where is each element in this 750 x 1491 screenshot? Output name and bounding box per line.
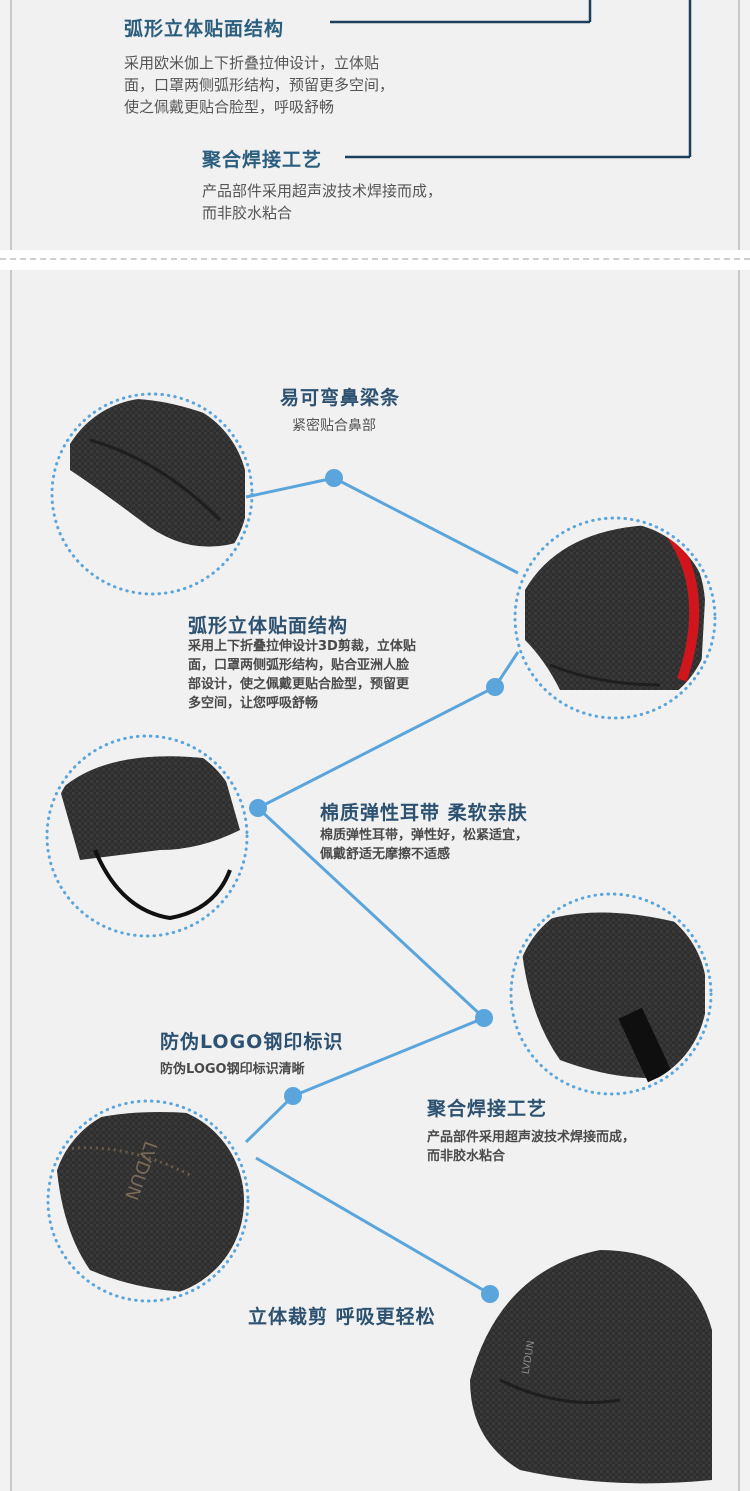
desc-line: 佩戴舒适无摩擦不适感: [320, 847, 451, 862]
dashed-divider: [0, 258, 750, 260]
section-gap: [0, 250, 750, 270]
desc-line: 产品部件采用超声波技术焊接而成，: [427, 1130, 636, 1145]
welding-desc: 产品部件采用超声波技术焊接而成， 而非胶水粘合: [427, 1128, 635, 1166]
desc-line: 棉质弹性耳带，弹性好，松紧适宜，: [320, 828, 529, 843]
logo-title: 防伪LOGO钢印标识: [160, 1031, 344, 1053]
nose-bridge-title: 易可弯鼻梁条: [280, 387, 401, 409]
logo-desc: 防伪LOGO钢印标识清晰: [160, 1062, 305, 1077]
desc-line: 采用上下折叠拉伸设计3D剪裁，立体贴: [188, 639, 416, 654]
top-feature-panel: [10, 0, 740, 250]
welding-title: 聚合焊接工艺: [427, 1098, 548, 1120]
desc-line: 多空间，让您呼吸舒畅: [188, 696, 319, 711]
desc-line: 部设计，使之佩戴更贴合脸型，预留更: [188, 677, 410, 692]
top-connector-lines: [330, 0, 692, 159]
desc-line: 面，口罩两侧弧形结构，贴合亚洲人脸: [188, 658, 410, 673]
nose-bridge-desc: 紧密贴合鼻部: [292, 418, 376, 434]
desc-line: 产品部件采用超声波技术焊接而成，: [202, 182, 443, 200]
desc-line: 面，口罩两侧弧形结构，预留更多空间，: [124, 76, 395, 94]
desc-line: 使之佩戴更贴合脸型，呼吸舒畅: [124, 98, 335, 116]
top-feature2-title: 聚合焊接工艺: [202, 149, 323, 171]
ear-loop-desc: 棉质弹性耳带，弹性好，松紧适宜， 佩戴舒适无摩擦不适感: [320, 826, 528, 864]
desc-line: 而非胶水粘合: [202, 204, 293, 222]
ear-loop-title: 棉质弹性耳带 柔软亲肤: [320, 802, 528, 824]
top-feature1-desc: 采用欧米伽上下折叠拉伸设计，立体贴 面，口罩两侧弧形结构，预留更多空间， 使之佩…: [124, 52, 394, 118]
top-feature2-desc: 产品部件采用超声波技术焊接而成， 而非胶水粘合: [202, 180, 442, 224]
arc-structure-desc: 采用上下折叠拉伸设计3D剪裁，立体贴 面，口罩两侧弧形结构，贴合亚洲人脸 部设计…: [188, 637, 416, 713]
desc-line: 采用欧米伽上下折叠拉伸设计，立体贴: [124, 54, 380, 72]
desc-line: 而非胶水粘合: [427, 1149, 506, 1164]
top-feature1-title: 弧形立体贴面结构: [124, 18, 285, 40]
cut-title: 立体裁剪 呼吸更轻松: [248, 1306, 436, 1328]
arc-structure-title: 弧形立体贴面结构: [188, 615, 349, 637]
